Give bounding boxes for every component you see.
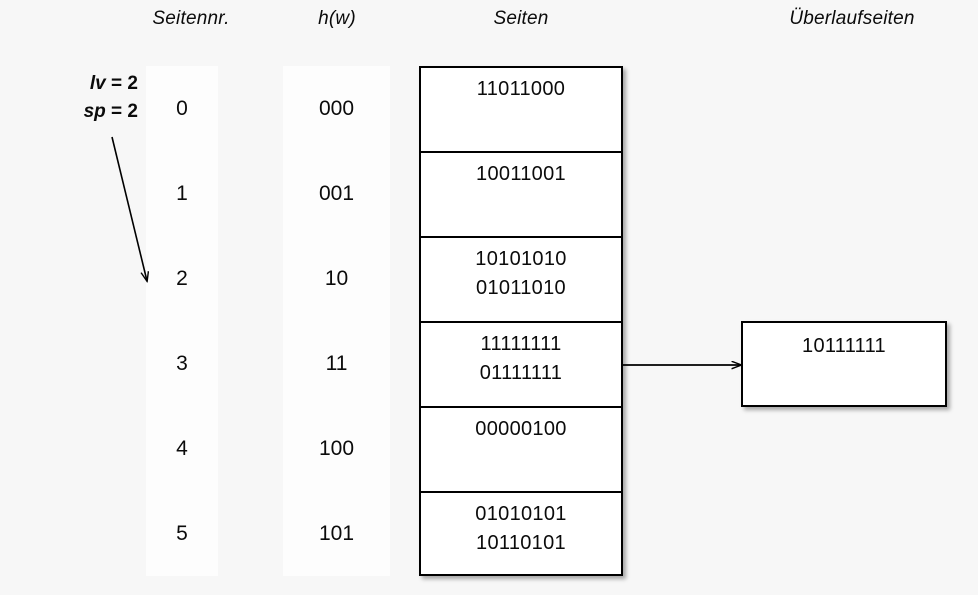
seitennr-cell: 1 <box>176 181 188 205</box>
seitennr-cell: 5 <box>176 521 188 545</box>
column-header-hash-function: h(w) <box>318 8 356 29</box>
parameter-lv-name: lv <box>89 73 106 94</box>
parameter-lv: lv = 2 <box>18 70 138 98</box>
hash-value-cell: 101 <box>318 521 355 545</box>
column-header-seitennr: Seitennr. <box>152 8 230 29</box>
page-bucket: 01010101 10110101 <box>421 493 621 578</box>
column-header-ueberlaufseiten: Überlaufseiten <box>789 8 915 29</box>
parameters-block: lv = 2 sp = 2 <box>18 70 138 125</box>
hash-value-cell: 10 <box>324 266 349 290</box>
seitennr-cell: 0 <box>176 96 188 120</box>
parameter-lv-eq: = <box>105 73 128 94</box>
parameter-sp-value: 2 <box>127 100 138 122</box>
seitennr-cell: 4 <box>176 436 188 460</box>
column-header-seiten: Seiten <box>493 8 549 29</box>
page-record: 10011001 <box>476 163 566 185</box>
hash-value-cell: 001 <box>318 181 355 205</box>
pages-container: 11011000 10011001 10101010 01011010 1111… <box>419 66 623 576</box>
page-bucket: 00000100 <box>421 408 621 493</box>
hash-value-cell: 000 <box>318 96 355 120</box>
seitennr-cell: 3 <box>176 351 188 375</box>
page-record: 11011000 <box>476 78 566 100</box>
page-record: 11111111 <box>480 333 562 355</box>
page-record: 00000100 <box>475 418 567 440</box>
column-seitennr: 0 1 2 3 4 5 <box>146 66 218 576</box>
page-record: 01011010 <box>476 277 566 299</box>
overflow-record: 10111111 <box>802 335 886 357</box>
page-record: 10101010 <box>475 248 567 270</box>
page-bucket: 10101010 01011010 <box>421 238 621 323</box>
parameter-sp-eq: = <box>105 100 128 122</box>
page-record: 01010101 <box>475 503 567 525</box>
page-record: 01111111 <box>479 362 563 384</box>
parameter-sp-name: sp <box>83 100 106 122</box>
page-record: 10110101 <box>476 532 566 554</box>
overflow-page: 10111111 <box>741 321 947 407</box>
seitennr-cell: 2 <box>176 266 188 290</box>
column-hash-values: 000 001 10 11 100 101 <box>283 66 390 576</box>
page-bucket: 11111111 01111111 <box>421 323 621 408</box>
parameter-sp: sp = 2 <box>18 98 138 126</box>
hash-value-cell: 11 <box>325 351 348 375</box>
split-pointer-arrow <box>111 136 147 281</box>
hash-value-cell: 100 <box>318 436 355 460</box>
page-bucket: 11011000 <box>421 68 621 153</box>
parameter-lv-value: 2 <box>127 73 138 94</box>
page-bucket: 10011001 <box>421 153 621 238</box>
